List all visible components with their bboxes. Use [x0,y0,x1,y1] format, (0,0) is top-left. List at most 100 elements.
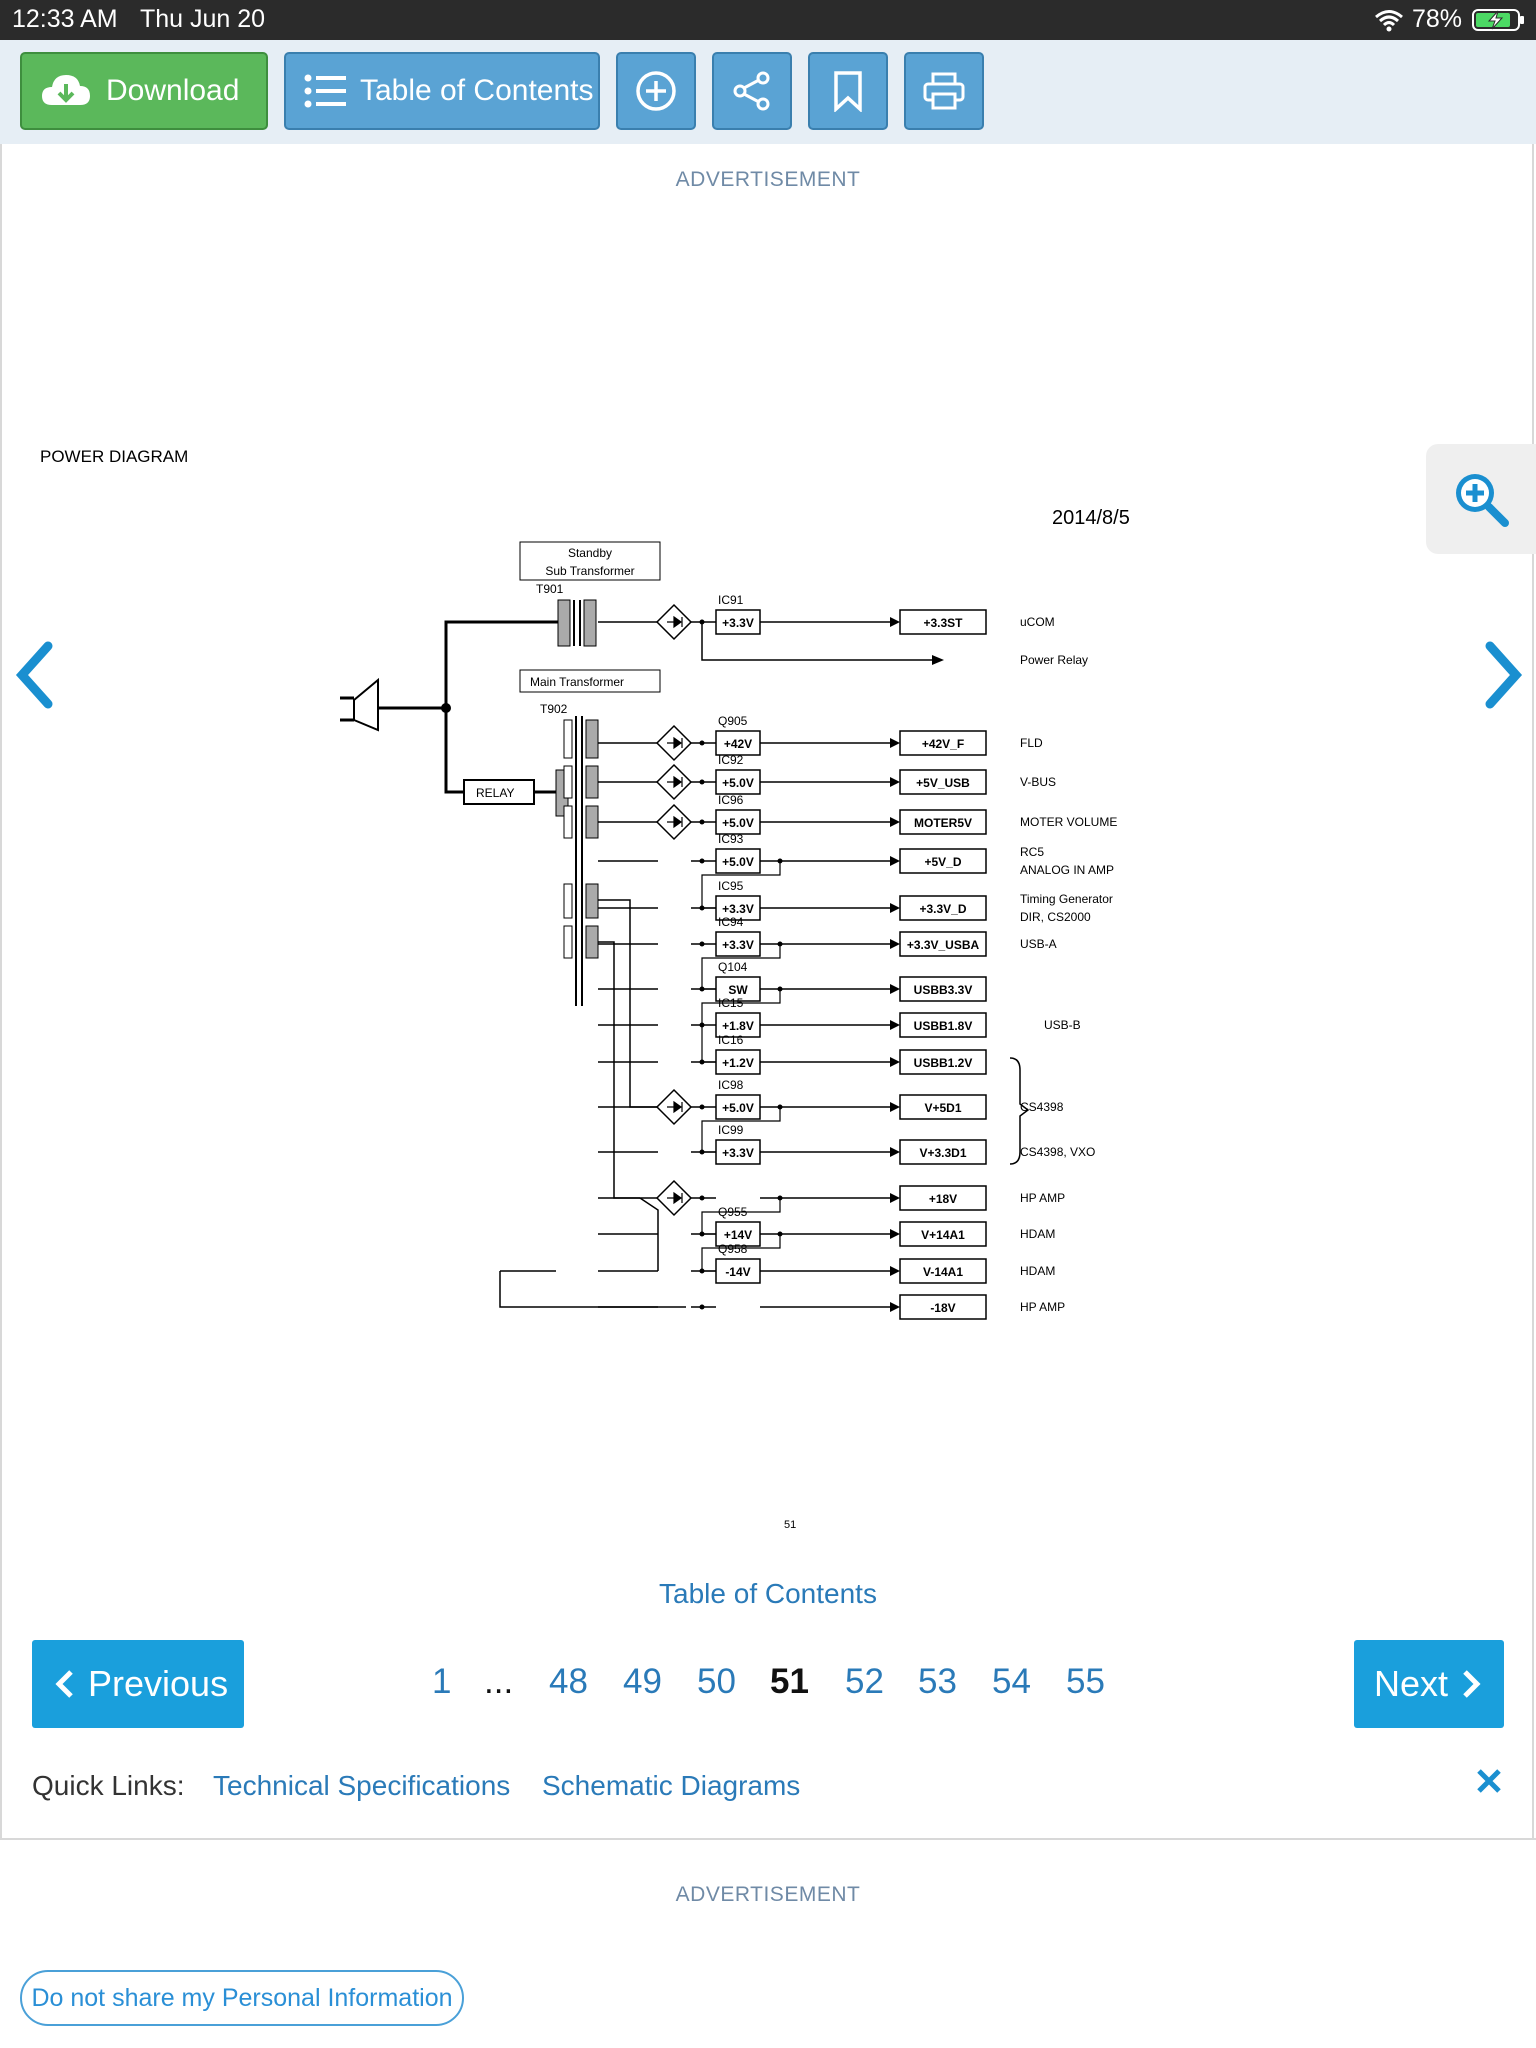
svg-text:IC99: IC99 [718,1123,744,1137]
svg-text:Power Relay: Power Relay [1020,653,1088,667]
bookmark-button[interactable] [808,52,888,130]
advertisement-label-bottom: ADVERTISEMENT [675,1883,861,1906]
svg-text:+1.8V: +1.8V [722,1019,754,1033]
svg-text:IC95: IC95 [718,879,744,893]
svg-text:+3.3V_D: +3.3V_D [919,902,966,916]
status-bar: 12:33 AM Thu Jun 20 78% [0,0,1536,40]
svg-text:+3.3V: +3.3V [722,938,754,952]
next-button[interactable]: Next [1354,1640,1504,1728]
svg-text:IC98: IC98 [718,1078,744,1092]
svg-text:ANALOG IN AMP: ANALOG IN AMP [1020,863,1114,877]
list-icon [304,74,346,108]
plus-circle-icon [636,71,676,111]
svg-text:V+5D1: V+5D1 [924,1101,961,1115]
svg-text:+18V: +18V [929,1192,957,1206]
svg-text:+3.3V: +3.3V [722,1146,754,1160]
print-button[interactable] [904,52,984,130]
diagram-row: +18V HP AMP [598,1179,1065,1217]
svg-text:CS4398: CS4398 [1020,1100,1064,1114]
svg-text:IC94: IC94 [718,915,744,929]
svg-text:+5.0V: +5.0V [722,855,754,869]
page-link[interactable]: 54 [992,1662,1031,1701]
svg-text:CS4398, VXO: CS4398, VXO [1020,1145,1095,1159]
svg-text:V-14A1: V-14A1 [923,1265,963,1279]
table-of-contents-button[interactable]: Table of Contents [284,52,600,130]
add-button[interactable] [616,52,696,130]
svg-text:V-BUS: V-BUS [1020,775,1056,789]
svg-text:IC16: IC16 [718,1033,744,1047]
next-page-arrow-icon[interactable] [1482,640,1526,710]
page-link[interactable]: 53 [918,1662,957,1701]
bookmark-icon [834,71,862,112]
svg-text:+3.3V: +3.3V [722,902,754,916]
next-label: Next [1374,1663,1449,1704]
page-link[interactable]: 52 [845,1662,884,1701]
previous-page-arrow-icon[interactable] [12,640,56,710]
svg-text:Q905: Q905 [718,714,748,728]
svg-text:+5V_USB: +5V_USB [916,776,970,790]
page-link[interactable]: 48 [549,1662,588,1701]
previous-label: Previous [88,1663,229,1704]
document-page-number: 51 [784,1519,797,1531]
quick-link-schematic-diagrams[interactable]: Schematic Diagrams [542,1770,801,1801]
svg-text:USBB1.2V: USBB1.2V [914,1056,973,1070]
svg-text:FLD: FLD [1020,736,1043,750]
svg-text:V+3.3D1: V+3.3D1 [919,1146,966,1160]
battery-charging-icon [1472,9,1524,31]
svg-text:USBB3.3V: USBB3.3V [914,983,973,997]
svg-text:+5.0V: +5.0V [722,776,754,790]
cloud-download-icon [42,75,90,105]
svg-text:+42V: +42V [724,737,752,751]
table-of-contents-label: Table of Contents [360,74,594,107]
svg-text:+1.2V: +1.2V [722,1056,754,1070]
svg-text:SW: SW [728,983,748,997]
zoom-in-button[interactable] [1426,444,1536,554]
svg-text:DIR, CS2000: DIR, CS2000 [1020,910,1091,924]
quick-link-technical-specifications[interactable]: Technical Specifications [213,1770,511,1801]
svg-text:MOTER VOLUME: MOTER VOLUME [1020,815,1117,829]
toolbar: Download Table of Contents [0,40,1536,144]
svg-text:HP AMP: HP AMP [1020,1191,1065,1205]
svg-text:RC5: RC5 [1020,845,1044,859]
page-link[interactable]: 50 [697,1662,736,1701]
main-transformer-label: Main Transformer [530,675,624,689]
document-title: POWER DIAGRAM [40,447,189,466]
svg-text:+5V_D: +5V_D [924,855,961,869]
page-link[interactable]: 55 [1066,1662,1105,1701]
download-button[interactable]: Download [20,52,268,130]
svg-text:HP AMP: HP AMP [1020,1300,1065,1314]
svg-text:IC92: IC92 [718,753,744,767]
chevron-left-icon [55,1670,73,1698]
power-diagram: Standby Sub Transformer T901 Main Transf… [340,541,1117,1320]
page-link[interactable]: 1 [432,1662,452,1701]
t901-label: T901 [536,582,564,596]
svg-text:+3.3V: +3.3V [722,616,754,630]
svg-text:+14V: +14V [724,1228,752,1242]
page-link[interactable]: 49 [623,1662,662,1701]
ac-plug-icon [340,677,379,732]
svg-text:IC96: IC96 [718,793,744,807]
do-not-share-button[interactable]: Do not share my Personal Information [20,1970,464,2026]
svg-text:IC91: IC91 [718,593,744,607]
previous-button[interactable]: Previous [32,1640,244,1728]
advertisement-label-top: ADVERTISEMENT [675,168,861,191]
svg-text:+5.0V: +5.0V [722,1101,754,1115]
share-button[interactable] [712,52,792,130]
diagram-row: Power Relay [701,622,1088,667]
close-icon[interactable] [1474,1766,1504,1796]
battery-percent: 78% [1412,5,1463,33]
table-of-contents-link[interactable]: Table of Contents [659,1578,877,1609]
diagram-row: +5.0V IC92 +5V_USB V-BUS [598,753,1056,801]
document-date: 2014/8/5 [1052,507,1130,529]
zoom-in-icon [1456,474,1509,527]
